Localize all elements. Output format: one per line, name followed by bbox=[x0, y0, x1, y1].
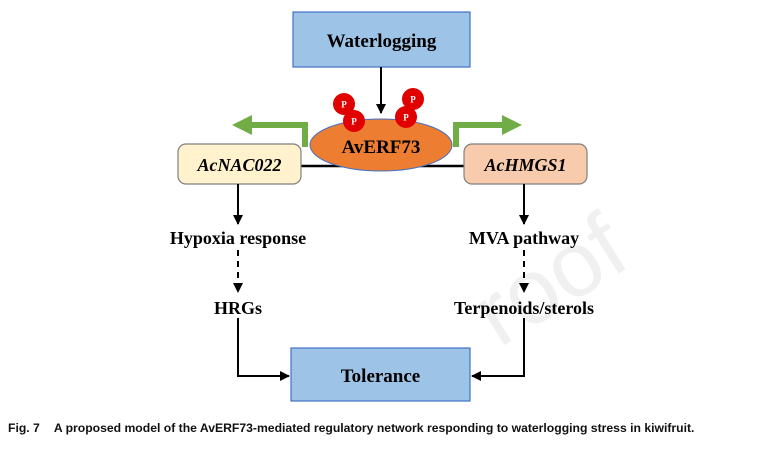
averf73-oval bbox=[309, 118, 453, 172]
phospho-3: P bbox=[402, 88, 424, 110]
waterlogging-box bbox=[292, 11, 471, 68]
hypoxia-response-label: Hypoxia response bbox=[170, 228, 306, 248]
achmgs1-label: AcHMGS1 bbox=[483, 155, 566, 175]
svg-text:P: P bbox=[403, 113, 409, 123]
tolerance-box bbox=[290, 347, 471, 402]
achmgs1-box bbox=[463, 143, 588, 185]
hrgs-label: HRGs bbox=[214, 298, 262, 318]
green-arrowhead-right bbox=[502, 115, 522, 135]
svg-text:P: P bbox=[341, 100, 347, 110]
phospho-4: P bbox=[395, 106, 417, 128]
figure-number: Fig. 7 bbox=[8, 421, 40, 435]
terpenoids-to-tolerance-arrow bbox=[471, 318, 525, 381]
phospho-1: P bbox=[333, 93, 355, 115]
waterlogging-label: Waterlogging bbox=[327, 31, 437, 52]
figure-caption-text: A proposed model of the AvERF73-mediated… bbox=[53, 421, 695, 435]
acnac022-box bbox=[177, 143, 302, 185]
svg-text:P: P bbox=[410, 95, 416, 105]
averf73-label: AvERF73 bbox=[342, 137, 421, 158]
green-arrow-right bbox=[453, 122, 502, 147]
terpenoids-sterols-label: Terpenoids/sterols bbox=[454, 298, 594, 318]
phospho-2: P bbox=[343, 110, 365, 132]
hrgs-to-tolerance-arrow bbox=[237, 318, 290, 381]
mva-pathway-label: MVA pathway bbox=[469, 228, 579, 248]
acnac022-label: AcNAC022 bbox=[196, 155, 281, 175]
green-arrow-left bbox=[250, 122, 308, 147]
green-arrowhead-left bbox=[232, 115, 252, 135]
figure-caption: Fig. 7 A proposed model of the AvERF73-me… bbox=[8, 421, 753, 435]
svg-text:P: P bbox=[351, 117, 357, 127]
tolerance-label: Tolerance bbox=[341, 366, 421, 387]
